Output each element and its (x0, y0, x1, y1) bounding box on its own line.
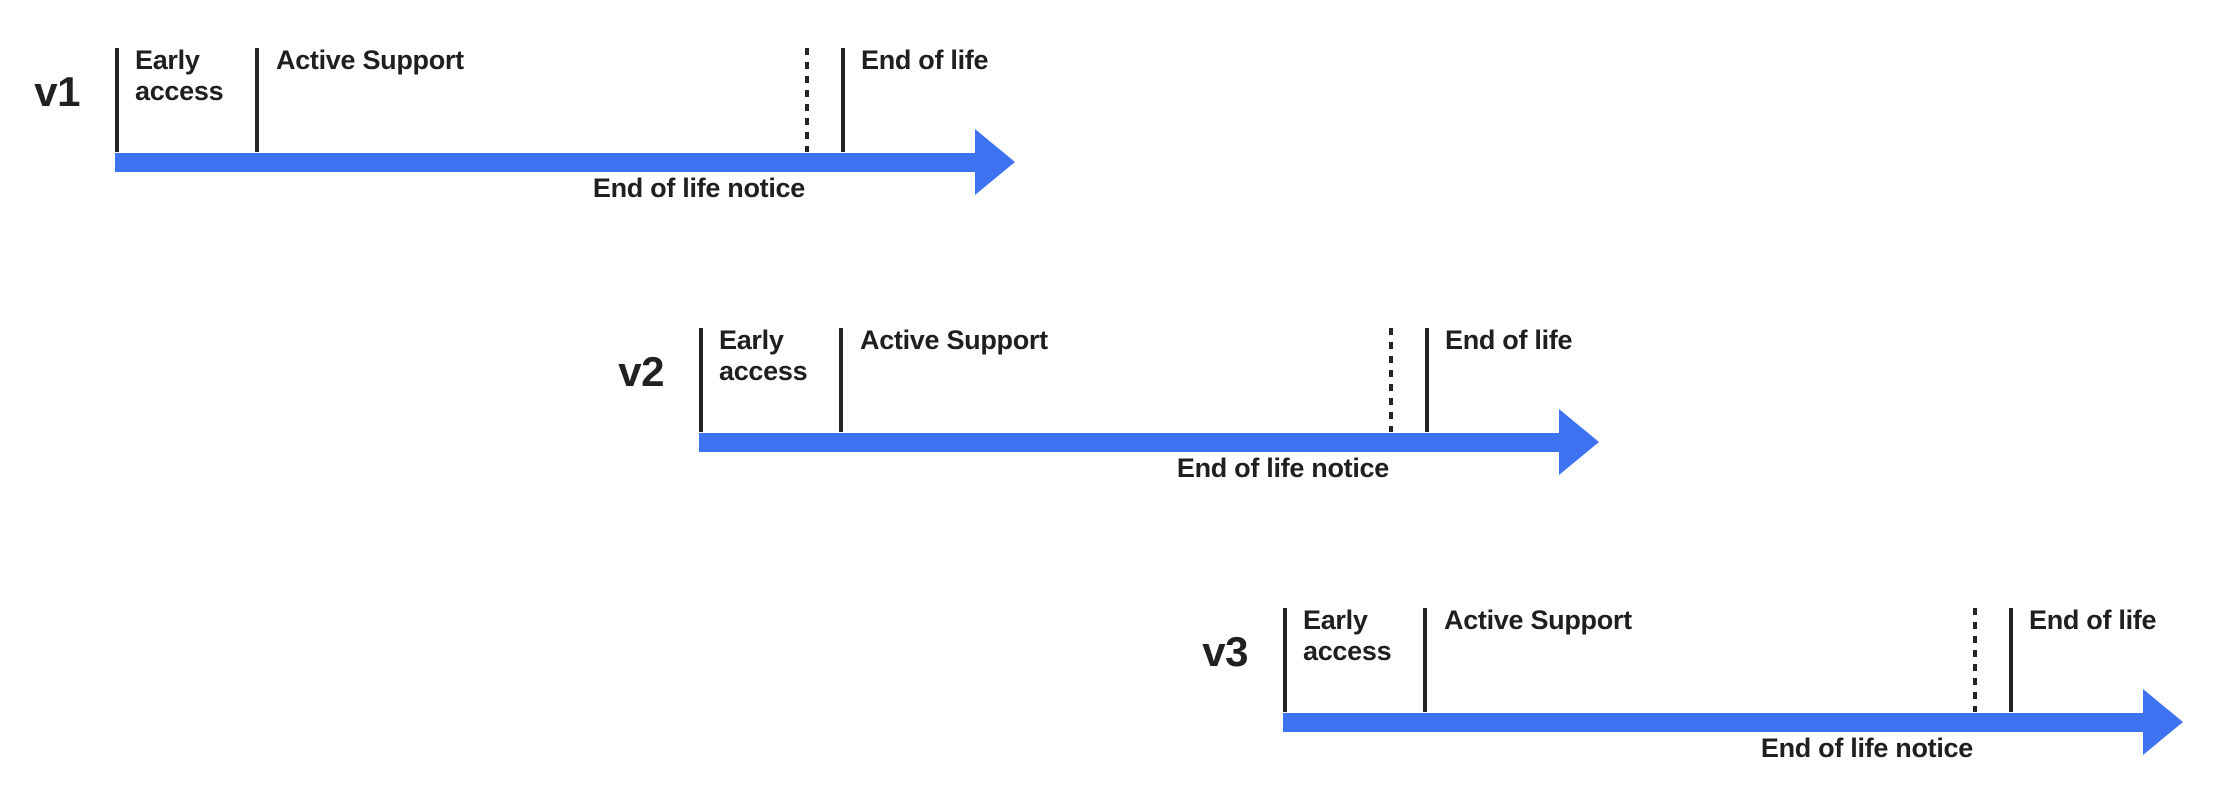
end-of-life-label: End of life (861, 45, 989, 75)
eol-notice-dashed-line (805, 48, 809, 152)
timeline-row-v3: v3 Early access Active Support End of li… (1168, 560, 2228, 775)
timeline-start-tick (115, 48, 119, 152)
timeline-start-tick (1283, 608, 1287, 712)
eol-notice-label: End of life notice (1760, 733, 1973, 763)
version-label: v3 (1202, 628, 1248, 675)
eol-notice-dashed-line (1389, 328, 1393, 432)
eol-notice-label: End of life notice (592, 173, 805, 203)
end-of-life-tick (1425, 328, 1429, 432)
early-access-end-tick (1423, 608, 1427, 712)
end-of-life-label: End of life (2029, 605, 2157, 635)
end-of-life-label: End of life (1445, 325, 1573, 355)
timeline-row-v1: v1 Early access Active Support End of li… (0, 0, 1060, 215)
timeline-arrow-shaft (699, 433, 1559, 452)
timeline-arrow-shaft (115, 153, 975, 172)
version-label: v2 (618, 348, 664, 395)
timeline-row-v2: v2 Early access Active Support End of li… (584, 280, 1644, 495)
early-access-label: Early access (719, 325, 808, 386)
active-support-label: Active Support (1444, 605, 1632, 635)
end-of-life-tick (841, 48, 845, 152)
timeline-start-tick (699, 328, 703, 432)
early-access-label: Early access (1303, 605, 1392, 666)
version-label: v1 (34, 68, 80, 115)
early-access-end-tick (839, 328, 843, 432)
timeline-arrowhead-icon (2143, 689, 2183, 755)
timeline-arrowhead-icon (975, 129, 1015, 195)
timeline-arrow-shaft (1283, 713, 2143, 732)
end-of-life-tick (2009, 608, 2013, 712)
early-access-label: Early access (135, 45, 224, 106)
active-support-label: Active Support (860, 325, 1048, 355)
eol-notice-label: End of life notice (1176, 453, 1389, 483)
early-access-end-tick (255, 48, 259, 152)
active-support-label: Active Support (276, 45, 464, 75)
timeline-arrowhead-icon (1559, 409, 1599, 475)
eol-notice-dashed-line (1973, 608, 1977, 712)
